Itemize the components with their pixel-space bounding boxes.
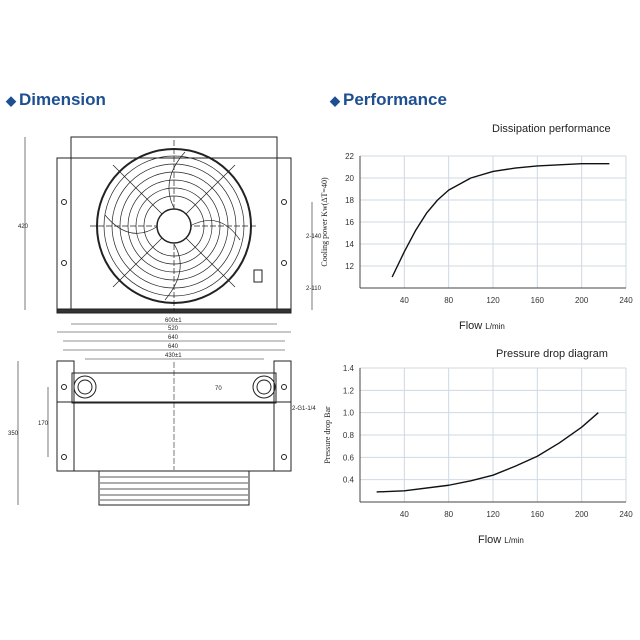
performance-heading: ◆Performance: [330, 90, 447, 110]
y-tick-label: 12: [345, 262, 354, 271]
x-tick-label: 80: [444, 296, 453, 305]
y-tick-label: 14: [345, 240, 354, 249]
x-tick-label: 200: [575, 510, 589, 519]
x-tick-label: 160: [531, 510, 545, 519]
front-view: [24, 136, 313, 342]
dim-depth: 350: [8, 431, 19, 437]
y-axis-label: Pressure drop Bar: [323, 406, 332, 464]
chart1-title: Dissipation performance: [492, 123, 611, 135]
dim-hole-pitch-upper: 2-140: [306, 234, 322, 240]
x-tick-label: 240: [619, 510, 633, 519]
x-tick-label: 120: [486, 296, 500, 305]
y-tick-label: 0.6: [343, 453, 355, 462]
dimension-heading: ◆Dimension: [6, 90, 106, 110]
dim-width-mid: 520: [168, 326, 179, 332]
top-view: [17, 349, 292, 506]
performance-heading-text: Performance: [343, 90, 447, 109]
x-tick-label: 160: [531, 296, 545, 305]
x-tick-label: 40: [400, 296, 409, 305]
y-tick-label: 0.4: [343, 476, 355, 485]
dimension-heading-text: Dimension: [19, 90, 106, 109]
y-tick-label: 20: [345, 174, 354, 183]
series-line: [376, 412, 599, 493]
dim-width-outer: 640: [168, 335, 179, 341]
y-tick-label: 1.4: [343, 364, 355, 373]
y-tick-label: 1.2: [343, 386, 355, 395]
x-tick-label: 80: [444, 510, 453, 519]
dim-port-thread: 2-G1-1/4: [292, 406, 316, 412]
x-tick-label: 120: [486, 510, 500, 519]
y-tick-label: 0.8: [343, 431, 355, 440]
y-tick-label: 16: [345, 218, 354, 227]
chart2-xlabel: Flow L/min: [478, 534, 524, 546]
dim-top-width: 640: [168, 344, 179, 350]
dim-port-dia: 70: [215, 386, 222, 392]
x-tick-label: 40: [400, 510, 409, 519]
series-line: [391, 162, 610, 278]
chart1-xlabel: Flow L/min: [459, 320, 505, 332]
y-tick-label: 1.0: [343, 409, 355, 418]
chart2-title: Pressure drop diagram: [496, 348, 608, 360]
x-tick-label: 240: [619, 296, 633, 305]
dim-width-inner: 600±1: [165, 318, 182, 324]
y-axis-label: Cooling power Kw(ΔT=40): [320, 177, 329, 267]
y-tick-label: 22: [345, 152, 354, 161]
diamond-icon: ◆: [330, 93, 340, 108]
diamond-icon: ◆: [6, 93, 16, 108]
dimension-drawing: 420 2-140 2-110 600±1 520 640 640 430±1 …: [8, 136, 322, 506]
dim-height-front: 420: [18, 224, 29, 230]
dim-hole-pitch-lower: 2-110: [306, 286, 322, 292]
dim-side-pitch: 170: [38, 421, 49, 427]
dim-port-pitch: 430±1: [165, 353, 182, 359]
y-tick-label: 18: [345, 196, 354, 205]
x-tick-label: 200: [575, 296, 589, 305]
